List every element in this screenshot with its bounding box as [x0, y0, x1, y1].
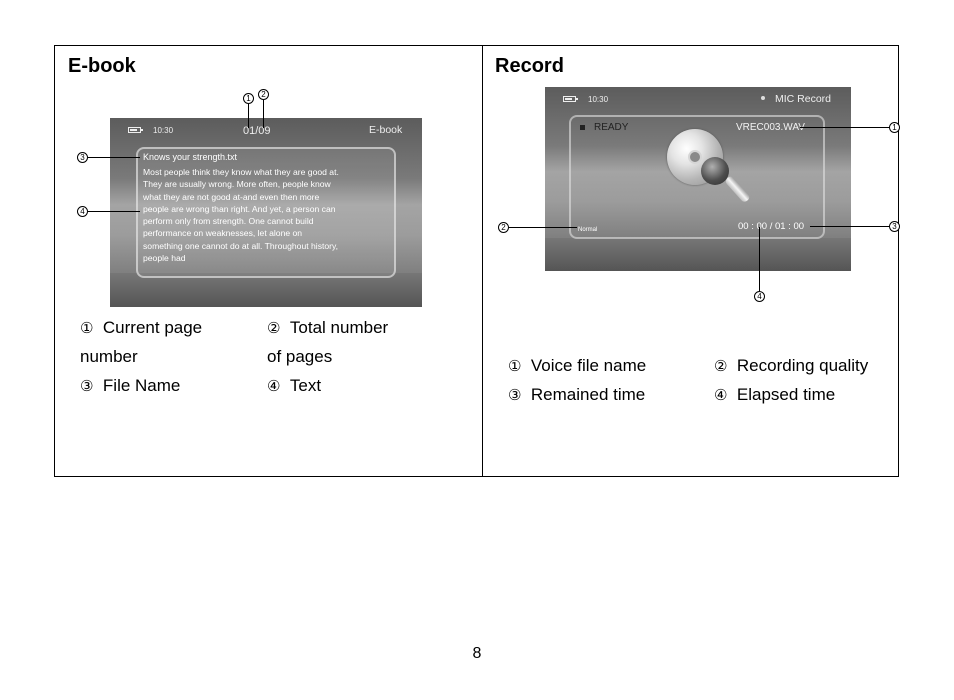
ebook-text-line: Most people think they know what they ar…: [143, 167, 339, 177]
battery-icon: [128, 127, 143, 133]
record-callout-4: 4: [754, 291, 765, 302]
ebook-mode-label: E-book: [369, 124, 403, 136]
ebook-legend-current-page: ① Current page: [80, 318, 203, 337]
legend-symbol: ③: [80, 377, 94, 395]
record-timer: 00 : 00 / 01 : 00: [738, 221, 805, 232]
record-leader-line: [509, 227, 577, 228]
record-callout-1-top: 1: [889, 122, 900, 133]
ebook-status-bar: 10:30 01/09 E-book: [110, 118, 422, 140]
manual-page-frame: E-book 10:30 01/09 E-book Knows your str…: [54, 45, 900, 477]
ebook-leader-line: [263, 100, 264, 128]
microphone-icon: [701, 157, 729, 185]
ebook-file-title: Knows your strength.txt: [143, 152, 238, 162]
ebook-page-indicator: 01/09: [243, 125, 271, 137]
legend-symbol: ②: [714, 357, 728, 375]
ebook-screen: 10:30 01/09 E-book Knows your strength.t…: [110, 118, 422, 307]
ebook-clock: 10:30: [153, 126, 174, 135]
ebook-callout-4: 4: [77, 206, 88, 217]
record-clock: 10:30: [588, 95, 609, 104]
record-callout-3: 3: [889, 221, 900, 232]
ebook-callout-2: 2: [258, 89, 269, 100]
record-status-bar: 10:30 MIC Record: [545, 87, 851, 109]
ebook-legend-text: ④ Text: [267, 376, 322, 395]
record-leader-line: [800, 127, 892, 128]
ebook-text-panel: [136, 147, 396, 278]
record-mode-label: MIC Record: [775, 93, 832, 105]
column-divider: [482, 46, 483, 476]
screen-bottom-band: [110, 272, 422, 307]
ebook-text-line: They are usually wrong. More often, peop…: [143, 179, 331, 190]
record-legend-quality: ② Recording quality: [714, 356, 869, 375]
ebook-text-line: something one cannot do at all. Througho…: [143, 240, 339, 251]
battery-icon: [563, 96, 578, 102]
ebook-legend-current-page-cont: number: [80, 347, 138, 366]
record-legend-elapsed-time: ④ Elapsed time: [714, 385, 836, 404]
ebook-callout-3: 3: [77, 152, 88, 163]
page-number: 8: [472, 645, 482, 662]
legend-symbol: ①: [508, 357, 522, 375]
record-leader-line: [810, 226, 892, 227]
record-legend-remained-time: ③ Remained time: [508, 385, 646, 404]
ebook-text-line: people had: [143, 253, 186, 264]
record-leader-line: [759, 227, 760, 291]
ebook-legend-total-pages: ② Total number: [267, 318, 389, 337]
record-filename: VREC003.WAV: [736, 122, 805, 133]
record-legend-voice-file: ① Voice file name: [508, 356, 647, 375]
record-status: READY: [594, 122, 629, 133]
legend-symbol: ④: [714, 386, 728, 404]
ebook-text-line: perform only from strength. One cannot b…: [143, 216, 314, 227]
screen-bottom-band: [545, 237, 851, 271]
ebook-text-line: performance on weaknesses, let alone on: [143, 228, 303, 239]
record-callout-2: 2: [498, 222, 509, 233]
record-quality: Normal: [578, 227, 598, 233]
legend-symbol: ④: [267, 377, 281, 395]
legend-symbol: ②: [267, 319, 281, 337]
ebook-callout-1: 1: [243, 93, 254, 104]
ebook-leader-line: [248, 104, 249, 128]
ebook-heading: E-book: [68, 55, 136, 77]
record-indicator-dot: [761, 96, 765, 100]
stop-square-icon: [580, 125, 585, 130]
ebook-leader-line: [88, 211, 140, 212]
ebook-text-body: Most people think they know what they ar…: [143, 166, 383, 264]
ebook-legend-total-pages-cont: of pages: [267, 347, 333, 366]
record-screen: 10:30 MIC Record READY VREC003.WAV Norma…: [545, 87, 851, 271]
record-heading: Record: [495, 55, 564, 77]
ebook-text-line: what they are not good at-and even then …: [143, 191, 320, 202]
ebook-legend-file-name: ③ File Name: [80, 376, 181, 395]
legend-symbol: ①: [80, 319, 94, 337]
ebook-leader-line: [88, 157, 140, 158]
legend-symbol: ③: [508, 386, 522, 404]
ebook-text-line: people are wrong than right. And yet, a …: [143, 203, 336, 214]
record-info-panel: [569, 115, 825, 239]
